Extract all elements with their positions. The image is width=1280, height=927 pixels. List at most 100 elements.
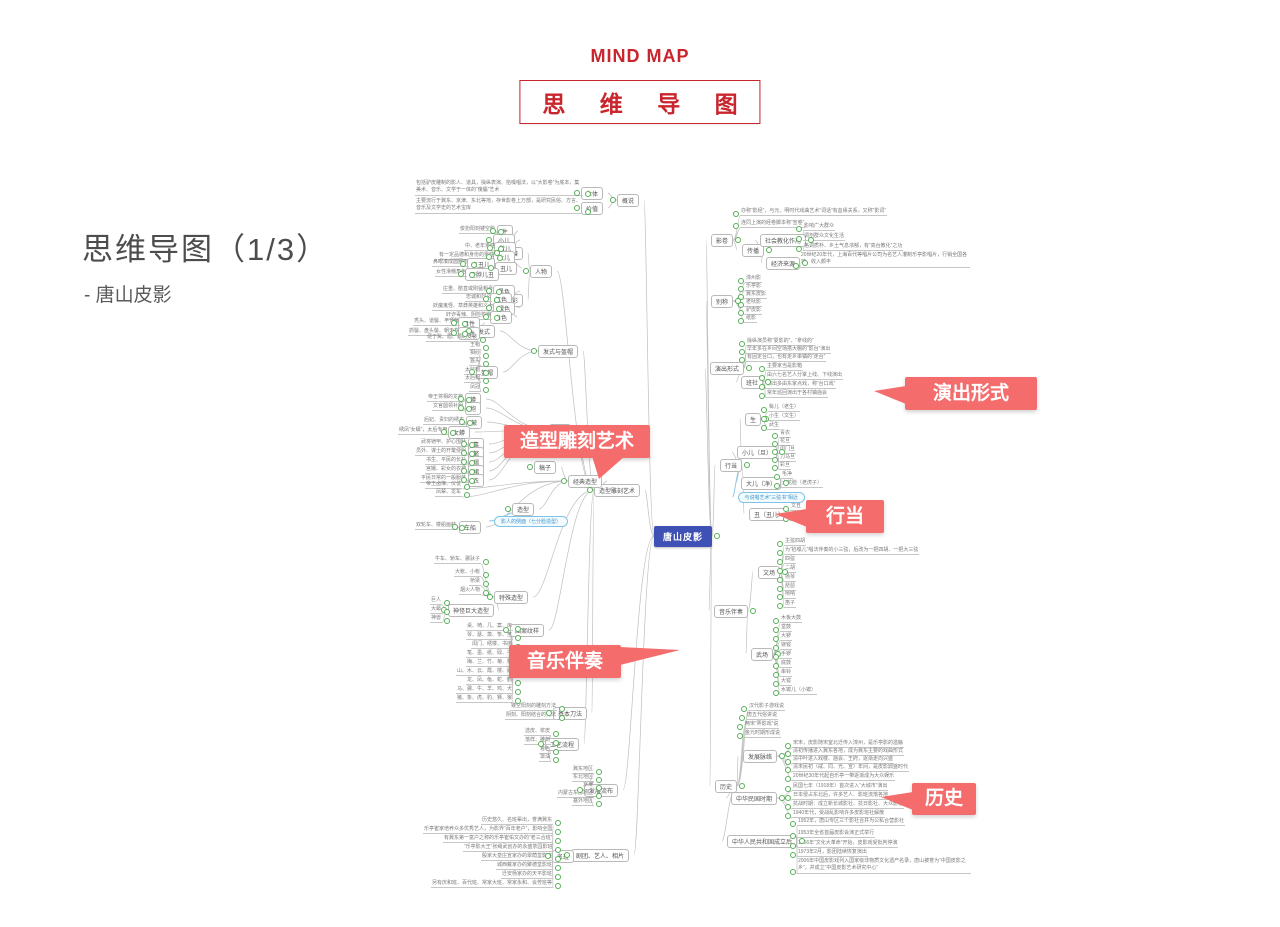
- mindmap-node-w6[interactable]: 琵琶: [784, 583, 797, 591]
- collapse-dot[interactable]: [773, 663, 779, 669]
- collapse-dot[interactable]: [577, 787, 583, 793]
- collapse-dot[interactable]: [553, 749, 559, 755]
- mindmap-node-w7[interactable]: 唢呐: [784, 591, 797, 599]
- mindmap-node-f1[interactable]: 宋末，皮影随宋室北迁传入滦州，是乐亭影的滥觞: [792, 740, 905, 748]
- collapse-dot[interactable]: [759, 375, 765, 381]
- collapse-dot[interactable]: [555, 856, 561, 862]
- collapse-dot[interactable]: [777, 541, 783, 547]
- collapse-dot[interactable]: [738, 318, 744, 324]
- collapse-dot[interactable]: [490, 228, 496, 234]
- collapse-dot[interactable]: [538, 741, 544, 747]
- collapse-dot[interactable]: [496, 306, 502, 312]
- collapse-dot[interactable]: [596, 769, 602, 775]
- mindmap-node-yc1[interactable]: 操纵演员称“耍影的”、“拿线的”: [746, 338, 815, 346]
- mindmap-node-fb3[interactable]: 京津: [582, 782, 595, 790]
- collapse-dot[interactable]: [559, 706, 565, 712]
- mindmap-node-sc2t[interactable]: 忠诚和烈义: [465, 294, 493, 302]
- collapse-dot[interactable]: [574, 205, 580, 211]
- mindmap-node-y4t[interactable]: 绣凤“女蟒”，太后专用: [398, 427, 449, 435]
- mindmap-node-nb5[interactable]: 殷家大皇庄宣家办的翠荫堂影班: [481, 853, 554, 861]
- mindmap-node-d3[interactable]: 闺门旦: [779, 446, 797, 454]
- collapse-dot[interactable]: [761, 425, 767, 431]
- collapse-dot[interactable]: [738, 294, 744, 300]
- collapse-dot[interactable]: [498, 229, 504, 235]
- collapse-dot[interactable]: [596, 785, 602, 791]
- mindmap-node-u2[interactable]: 堂鼓: [780, 624, 793, 632]
- mindmap-node-nb8[interactable]: 另有庆和班、百代班、常家大班、常家永和、会芳班等: [431, 880, 554, 888]
- mindmap-node-a3[interactable]: 格调质朴、乡土气息浓郁，有“高台教化”之功: [803, 243, 904, 251]
- collapse-dot[interactable]: [785, 776, 791, 782]
- mindmap-node-l2[interactable]: 唐五代俗讲说: [746, 712, 779, 720]
- mindmap-node-bs4[interactable]: 常年巡回演出于各村镇庙会: [766, 390, 829, 398]
- collapse-dot[interactable]: [483, 296, 489, 302]
- mindmap-node-gz[interactable]: 稿子: [534, 460, 557, 474]
- mindmap-node-tu4[interactable]: 笔、墨、纸、砚、书: [466, 650, 514, 658]
- collapse-dot[interactable]: [785, 813, 791, 819]
- collapse-dot[interactable]: [779, 449, 785, 455]
- collapse-dot[interactable]: [469, 469, 475, 475]
- collapse-dot[interactable]: [515, 626, 521, 632]
- mindmap-node-h5[interactable]: 2006年中国皮影戏列入国家级非物质文化遗产名录，唐山被誉为“中国皮影之乡”，并…: [797, 858, 971, 874]
- mindmap-node-u7[interactable]: 串铃: [780, 669, 793, 677]
- collapse-dot[interactable]: [735, 237, 741, 243]
- mindmap-node-y5t[interactable]: 武将铠甲、护心围肚: [420, 439, 468, 447]
- collapse-dot[interactable]: [793, 263, 799, 269]
- collapse-dot[interactable]: [466, 397, 472, 403]
- mindmap-node-gh[interactable]: 中华人民共和国成立后: [727, 834, 798, 848]
- mindmap-node-wu[interactable]: 武场: [751, 647, 774, 661]
- mindmap-node-mz3[interactable]: 盔头: [469, 358, 482, 366]
- collapse-dot[interactable]: [451, 330, 457, 336]
- mindmap-node-l1[interactable]: 汉代影子游戏说: [748, 703, 786, 711]
- mindmap-node-yc2[interactable]: 早年多在乡间空场搭大棚的“影台”演出: [746, 346, 832, 354]
- collapse-dot[interactable]: [461, 468, 467, 474]
- mindmap-node-tu9[interactable]: 猪、象、虎、豹、狮、猴: [456, 695, 514, 703]
- mindmap-node-df2[interactable]: 阴刻、阳刻结合的刀法: [505, 712, 558, 720]
- mindmap-node-w4[interactable]: 二胡: [784, 565, 797, 573]
- collapse-dot[interactable]: [773, 654, 779, 660]
- mindmap-node-h3[interactable]: 1966年“文化大革命”开始，皮影戏受批判停演: [797, 840, 899, 848]
- mindmap-node-f4[interactable]: 清末民初（咸、同、光、宣）年间，是皮影鼎盛时代: [792, 764, 910, 772]
- mindmap-node-h2[interactable]: 1953年全省首届皮影会演正式举行: [797, 830, 876, 838]
- mindmap-node-y6t[interactable]: 员外、谋士的开氅便服: [415, 448, 468, 456]
- collapse-dot[interactable]: [785, 795, 791, 801]
- mindmap-node-a2[interactable]: 调剂群众文化生活: [803, 233, 846, 241]
- collapse-dot[interactable]: [444, 609, 450, 615]
- collapse-dot[interactable]: [561, 478, 567, 484]
- collapse-dot[interactable]: [464, 484, 470, 490]
- collapse-dot[interactable]: [746, 365, 752, 371]
- collapse-dot[interactable]: [773, 681, 779, 687]
- collapse-dot[interactable]: [596, 793, 602, 799]
- mindmap-node-fs3[interactable]: 便于髯、眉、须的安装: [426, 334, 479, 342]
- collapse-dot[interactable]: [546, 710, 552, 716]
- mindmap-node-tu1[interactable]: 桌、椅、几、案、床: [466, 623, 514, 631]
- collapse-dot[interactable]: [486, 305, 492, 311]
- mindmap-node-sheng[interactable]: 生: [745, 412, 762, 426]
- collapse-dot[interactable]: [553, 740, 559, 746]
- collapse-dot[interactable]: [777, 594, 783, 600]
- collapse-dot[interactable]: [555, 883, 561, 889]
- collapse-dot[interactable]: [737, 724, 743, 730]
- mindmap-node-tu2[interactable]: 琴、瑟、箫、筝、笙: [466, 632, 514, 640]
- collapse-dot[interactable]: [444, 600, 450, 606]
- mindmap-node-m1[interactable]: 民国七年（1918年）首次进入“大城市”演出: [792, 783, 889, 791]
- mindmap-node-j1[interactable]: 毛净: [781, 471, 794, 479]
- collapse-dot[interactable]: [462, 321, 468, 327]
- mindmap-node-fm[interactable]: 发展脉络: [743, 749, 778, 763]
- collapse-dot[interactable]: [777, 603, 783, 609]
- mindmap-node-u4[interactable]: 铙钹: [780, 642, 793, 650]
- collapse-dot[interactable]: [483, 314, 489, 320]
- collapse-dot[interactable]: [461, 441, 467, 447]
- mindmap-node-fb5[interactable]: 塞外地区: [572, 798, 595, 806]
- mindmap-node-bc[interactable]: 别称: [711, 294, 734, 308]
- collapse-dot[interactable]: [487, 594, 493, 600]
- mindmap-node-yy[interactable]: 音乐伴奏: [714, 604, 749, 618]
- collapse-dot[interactable]: [555, 847, 561, 853]
- mindmap-node-bs1[interactable]: 主要家当是影箱: [766, 363, 804, 371]
- collapse-dot[interactable]: [498, 246, 504, 252]
- collapse-dot[interactable]: [555, 874, 561, 880]
- collapse-dot[interactable]: [487, 245, 493, 251]
- collapse-dot[interactable]: [585, 209, 591, 215]
- mindmap-node-l4[interactable]: 金元时期形成说: [744, 730, 782, 738]
- collapse-dot[interactable]: [585, 191, 591, 197]
- mindmap-node-tu3[interactable]: 闺门、绣楼、书房: [471, 641, 514, 649]
